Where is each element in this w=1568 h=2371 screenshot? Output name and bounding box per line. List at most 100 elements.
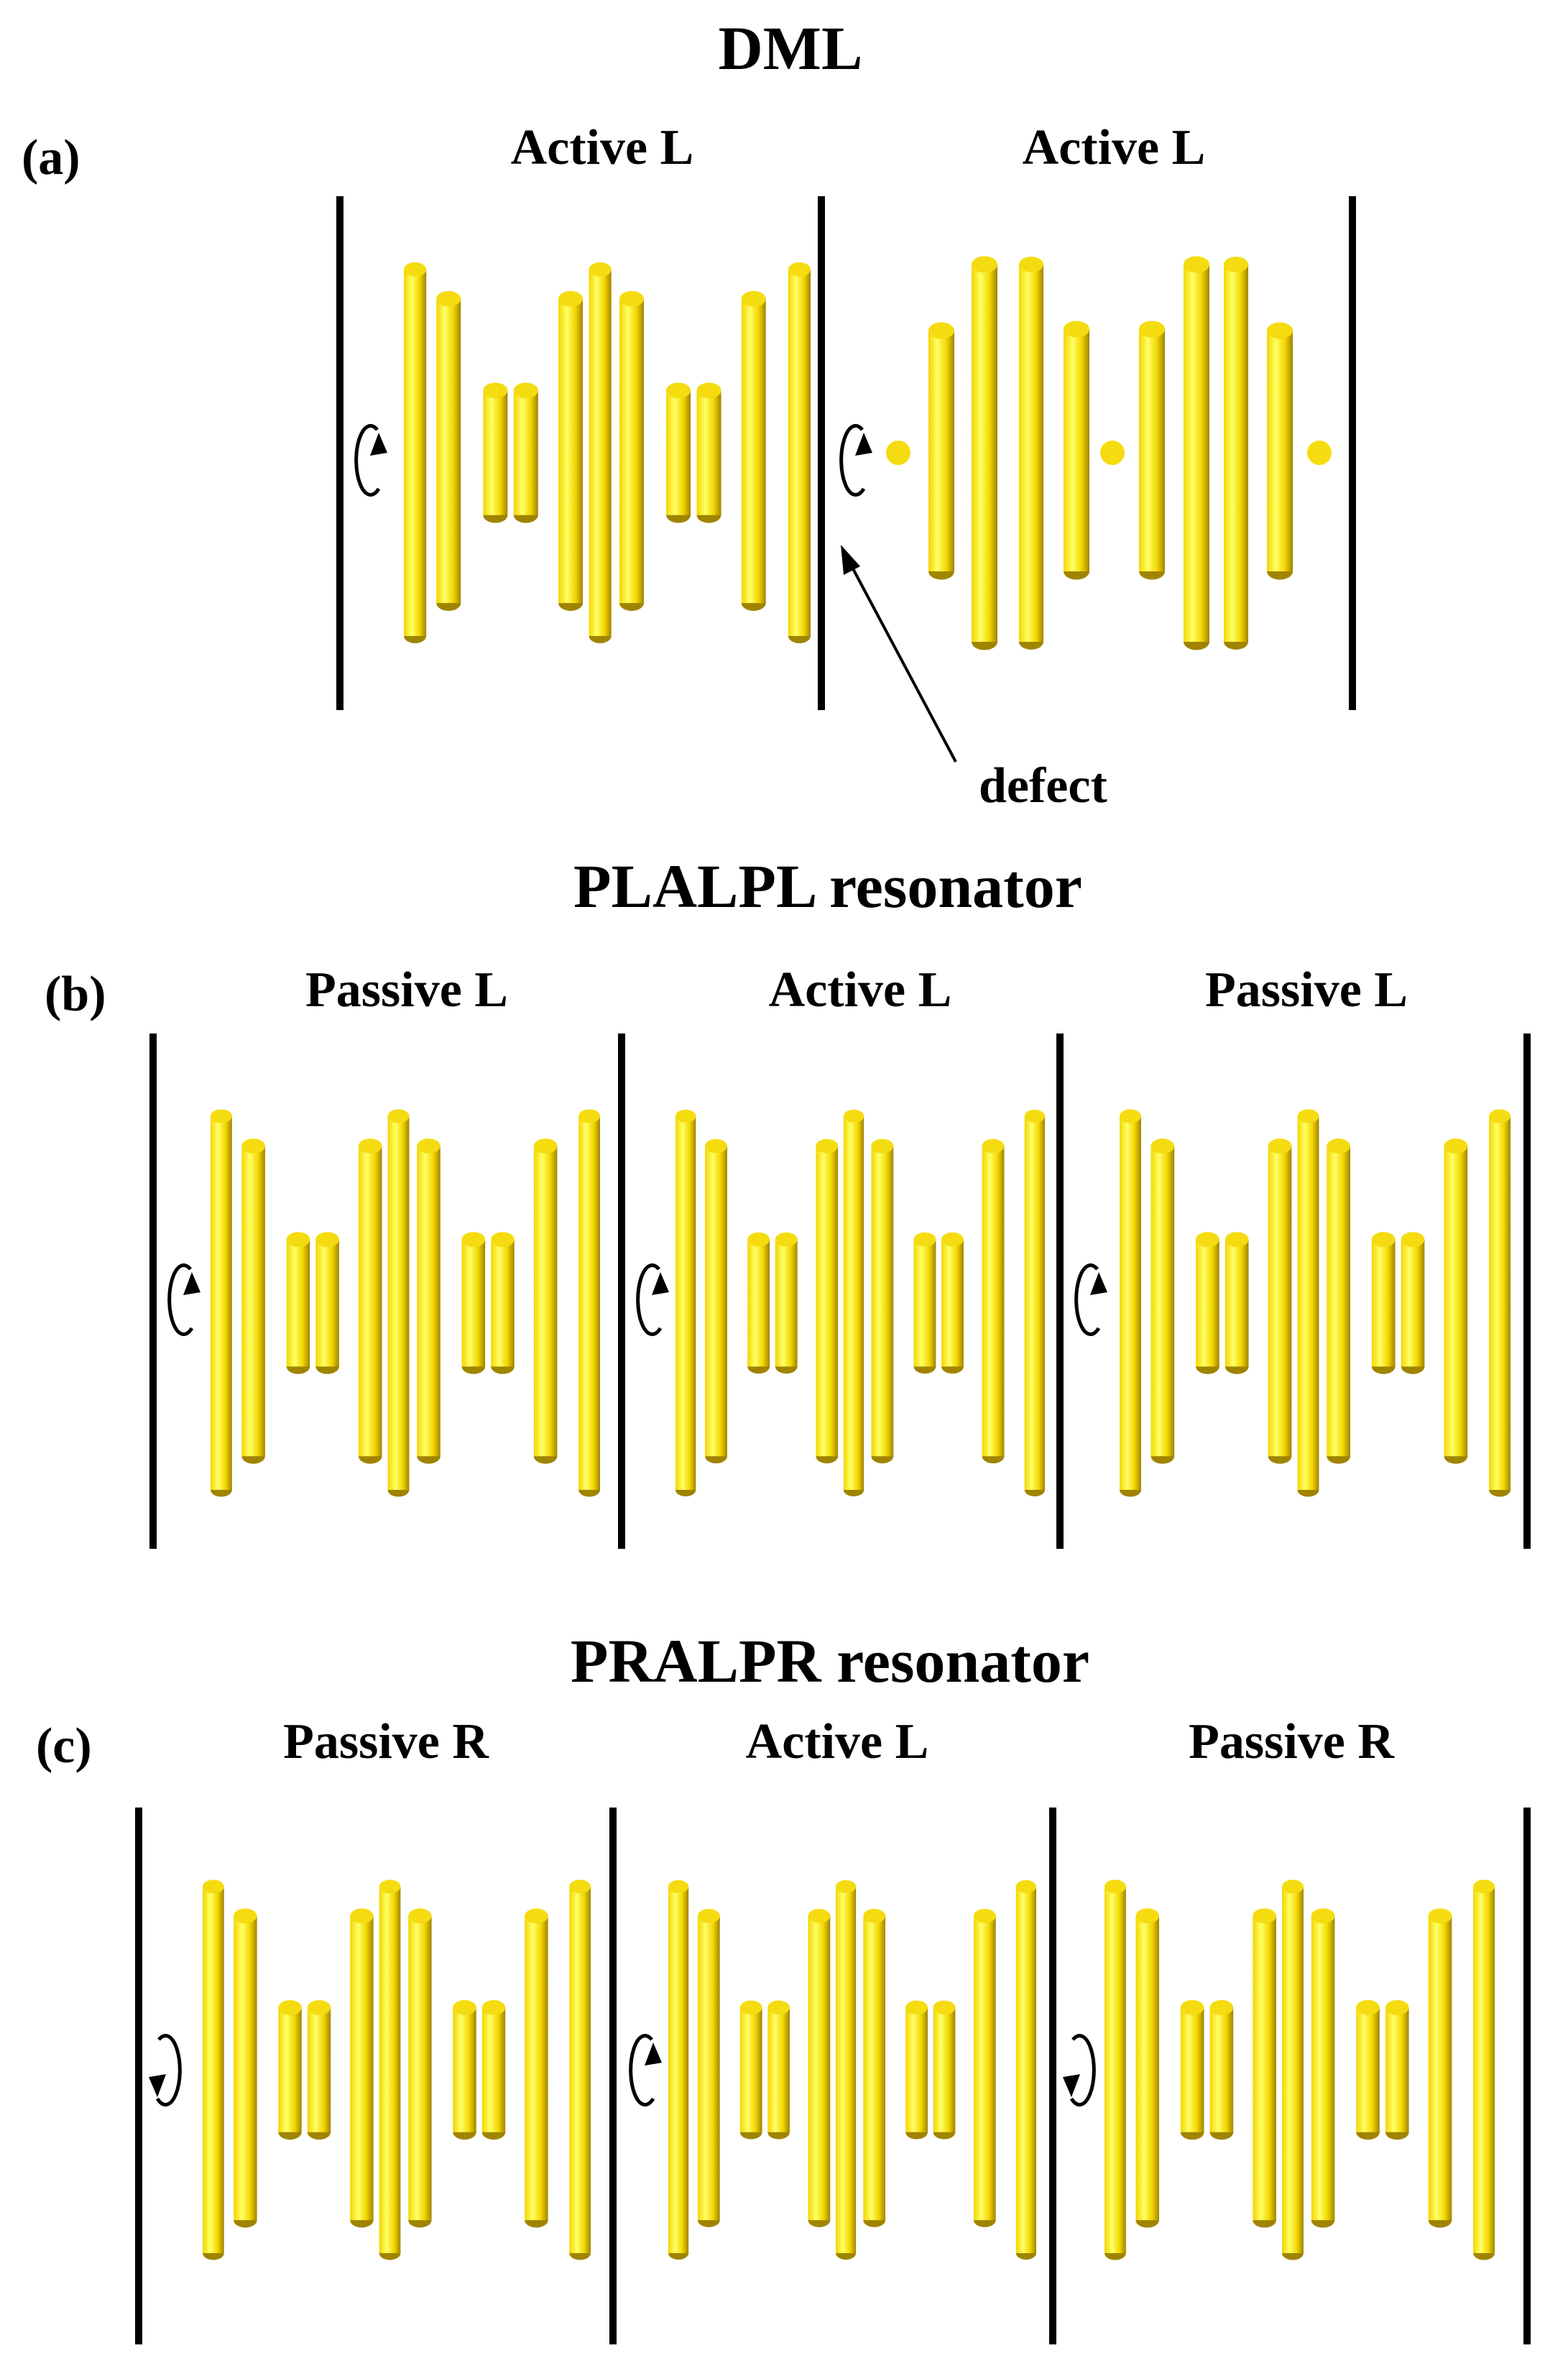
rod: [933, 2000, 956, 2140]
rod: [453, 1999, 476, 2140]
panel-b-layer-2-rods: [675, 1109, 1045, 1497]
rod: [941, 1232, 964, 1374]
rod: [358, 1138, 382, 1464]
rod: [982, 1138, 1005, 1464]
rod: [1473, 1879, 1495, 2260]
rod: [1120, 1109, 1141, 1497]
defect-pointer-arrowhead-icon: [841, 545, 860, 575]
rod: [1180, 1999, 1204, 2140]
panel-b-tag: (b): [45, 967, 106, 1022]
rod: [871, 1138, 894, 1464]
panel-b-layer-2-label: Active L: [769, 962, 952, 1018]
rod: [533, 1138, 558, 1464]
rod: [387, 1109, 410, 1497]
rod: [1209, 1999, 1234, 2140]
defect-label: defect: [979, 758, 1107, 814]
rod: [1015, 1879, 1037, 2260]
rod: [788, 262, 811, 643]
rod: [705, 1138, 727, 1464]
rod: [1489, 1109, 1511, 1497]
rod: [513, 382, 538, 523]
rod: [863, 1908, 886, 2227]
rod: [558, 290, 584, 611]
panel-a-rotation-arrow-icon-2: [839, 423, 872, 497]
panel-c-layer-1-label: Passive R: [283, 1714, 489, 1769]
panel-c-layer-2-rods: [668, 1879, 1037, 2260]
rod-end-on: [1307, 441, 1332, 465]
rod: [816, 1138, 839, 1464]
panel-c-rotation-arrow-icon-1: [149, 2033, 182, 2107]
rod: [1371, 1232, 1396, 1374]
rod: [569, 1879, 591, 2260]
panel-a: DML (a) Active L Active L defect: [22, 14, 1356, 814]
rod: [525, 1908, 548, 2228]
rod-end-on: [1100, 441, 1125, 465]
rod: [578, 1109, 600, 1497]
rod: [404, 262, 427, 643]
panel-b-rotation-arrow-icon-1: [167, 1263, 200, 1336]
rod: [1401, 1232, 1425, 1374]
rod: [278, 1999, 302, 2140]
rod: [1253, 1908, 1276, 2228]
panel-a-layer-2-label: Active L: [1023, 120, 1206, 175]
rod: [928, 322, 954, 580]
panel-b-layer-1-rods: [211, 1109, 600, 1497]
rod: [747, 1232, 770, 1374]
rod: [483, 382, 508, 523]
rod: [491, 1232, 515, 1374]
rod: [1356, 1999, 1380, 2140]
rod: [619, 290, 644, 611]
panel-a-tag: (a): [22, 130, 80, 185]
rod: [286, 1232, 310, 1374]
panel-c-layer-1-rods: [203, 1879, 591, 2260]
panel-b-title: PLALPL resonator: [573, 852, 1082, 921]
rod: [666, 382, 691, 523]
panel-a-title: DML: [719, 14, 863, 83]
panel-c-tag: (c): [36, 1718, 92, 1774]
defect-pointer-arrow: [848, 561, 957, 763]
rod: [1282, 1879, 1304, 2260]
rod: [835, 1879, 857, 2260]
rod: [972, 256, 997, 650]
panel-b-layer-3-rods: [1120, 1109, 1511, 1497]
rod: [1297, 1109, 1319, 1497]
rod: [1150, 1138, 1175, 1464]
rod: [1139, 321, 1165, 580]
rod: [1024, 1109, 1045, 1497]
panel-c-title: PRALPR resonator: [571, 1626, 1089, 1695]
rod: [697, 1908, 720, 2227]
rod: [696, 382, 721, 523]
panel-b: PLALPL resonator (b) Passive L Active L …: [45, 852, 1531, 1549]
panel-b-rotation-arrow-icon-3: [1074, 1263, 1107, 1336]
rod: [408, 1908, 432, 2228]
rod: [234, 1908, 257, 2228]
panel-c-layer-3-label: Passive R: [1189, 1714, 1395, 1769]
rod: [1225, 1232, 1249, 1374]
rod: [775, 1232, 798, 1374]
rod: [1184, 256, 1209, 650]
rod: [589, 262, 612, 643]
panel-a-rotation-arrow-icon-1: [354, 423, 387, 497]
panel-c-rotation-arrow-icon-2: [629, 2033, 662, 2107]
rod: [241, 1138, 265, 1464]
panel-b-layer-1-label: Passive L: [305, 962, 508, 1018]
rod: [905, 2000, 928, 2140]
rod: [767, 2000, 790, 2140]
rod: [307, 1999, 331, 2140]
rod-end-on: [886, 441, 910, 465]
panel-a-layer-1-rods: [404, 262, 811, 643]
rod: [1327, 1138, 1350, 1464]
rod: [808, 1908, 831, 2227]
rod: [1311, 1908, 1335, 2228]
rod: [1104, 1879, 1126, 2260]
panel-b-layer-3-label: Passive L: [1205, 962, 1408, 1018]
panel-c-layer-3-rods: [1104, 1879, 1495, 2260]
panel-b-rotation-arrow-icon-2: [636, 1263, 669, 1336]
rod: [1196, 1232, 1219, 1374]
rod: [1428, 1908, 1452, 2228]
rod: [741, 290, 766, 611]
panel-a-layer-2-rods: [886, 256, 1332, 650]
rod: [1444, 1138, 1468, 1464]
panel-c-rotation-arrow-icon-3: [1063, 2033, 1096, 2107]
